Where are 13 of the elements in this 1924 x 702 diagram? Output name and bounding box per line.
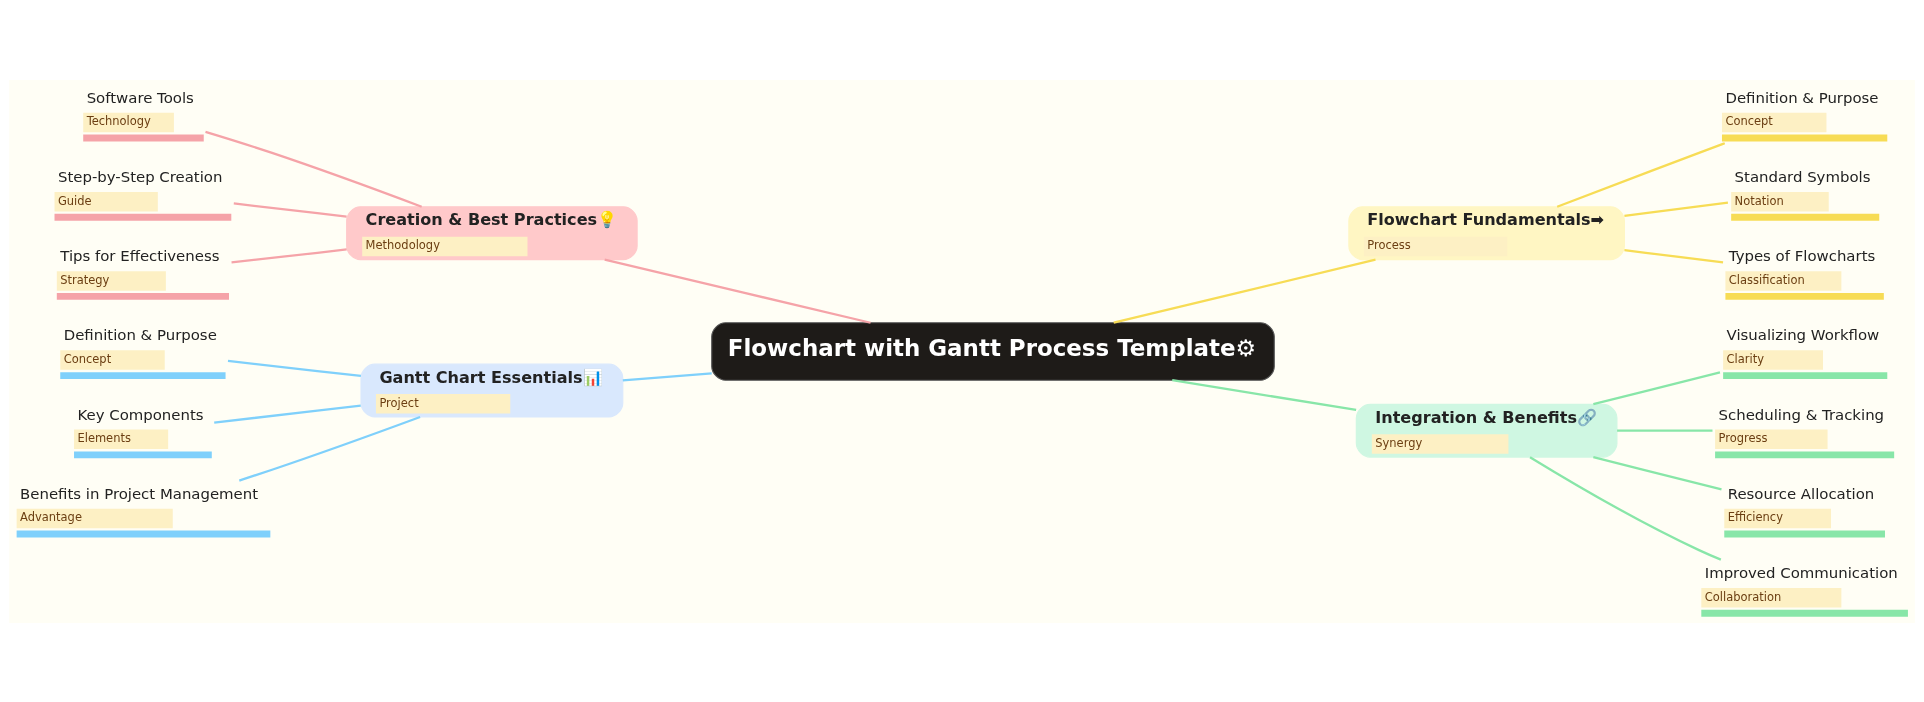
node-label: Definition & Purpose <box>1725 88 1879 107</box>
node-label: Definition & Purpose <box>63 325 217 344</box>
node-label: Resource Allocation <box>1727 484 1875 503</box>
node-label: Standard Symbols <box>1734 167 1871 186</box>
node-label: Visualizing Workflow <box>1726 325 1880 344</box>
node-label: Benefits in Project Management <box>20 484 259 503</box>
node-label: Step-by-Step Creation <box>57 167 223 186</box>
node-label: Software Tools <box>86 88 194 107</box>
node-label: Key Components <box>77 405 204 424</box>
node-label: Scheduling & Tracking <box>1718 405 1885 424</box>
node-label: Types of Flowcharts <box>1728 246 1876 265</box>
node-label: Tips for Effectiveness <box>60 246 220 265</box>
node-label: Improved Communication <box>1704 563 1898 582</box>
